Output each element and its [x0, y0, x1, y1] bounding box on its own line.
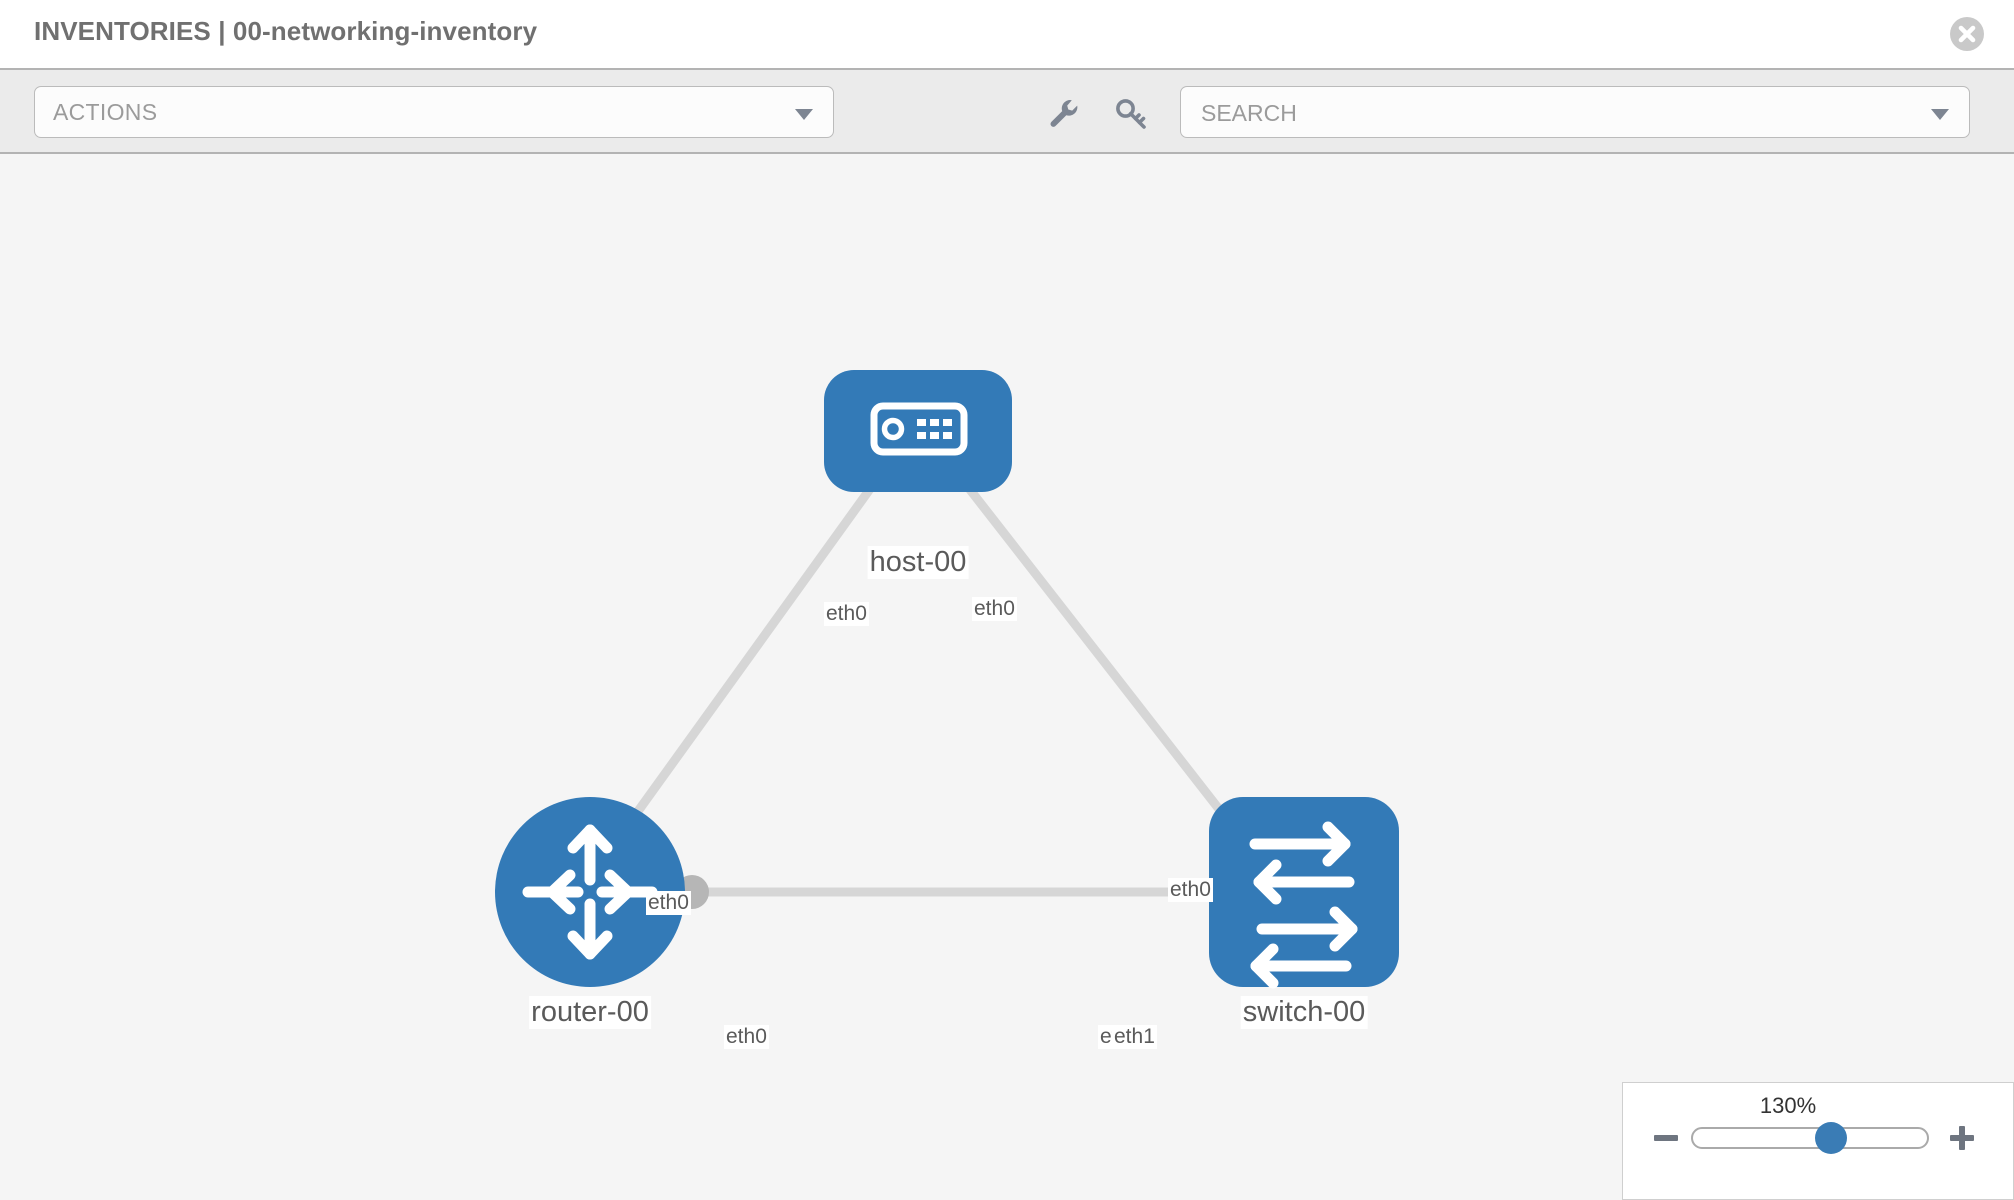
zoom-out-button[interactable]: [1651, 1123, 1681, 1153]
topology-canvas[interactable]: host-00 router-00 switch-00 eth0 eth0 et…: [0, 154, 2014, 1200]
router-00-shape[interactable]: [495, 797, 685, 987]
actions-dropdown-label: ACTIONS: [53, 99, 158, 125]
node-label-router-00: router-00: [529, 996, 651, 1029]
host-00-shape[interactable]: [824, 370, 1012, 492]
topology-graph: [495, 370, 1399, 989]
node-label-switch-00: switch-00: [1240, 996, 1368, 1029]
zoom-percent-label: 130%: [1759, 1093, 1817, 1118]
node-switch-00[interactable]: [1209, 797, 1399, 989]
search-field-wrapper[interactable]: [1180, 86, 1970, 139]
toolbar: ACTIONS: [0, 68, 2014, 154]
router-arrows-icon: [522, 824, 658, 960]
switch-00-shape[interactable]: [1209, 797, 1399, 987]
close-icon[interactable]: [1950, 17, 1984, 51]
wrench-icon[interactable]: [1046, 96, 1080, 130]
node-router-00[interactable]: [495, 797, 685, 987]
iface-label-router00-uplink: eth0: [646, 891, 691, 915]
search-chevron-down-icon[interactable]: [1931, 109, 1949, 120]
zoom-slider-thumb[interactable]: [1814, 1122, 1847, 1154]
zoom-in-button[interactable]: [1947, 1123, 1977, 1153]
node-host-00[interactable]: [824, 370, 1012, 492]
edge-host00-switch00[interactable]: [946, 461, 1258, 857]
iface-label-router00-eth0: eth0: [724, 1025, 769, 1049]
search-input[interactable]: [1199, 87, 1903, 139]
topology-edges: [596, 461, 1258, 897]
zoom-slider-track[interactable]: [1691, 1127, 1929, 1149]
iface-label-switch00-uplink: eth0: [1168, 878, 1213, 902]
key-icon[interactable]: [1114, 96, 1148, 130]
iface-label-host00-right: eth0: [972, 597, 1017, 621]
edge-host00-router00[interactable]: [596, 461, 892, 867]
iface-label-host00-left: eth0: [824, 602, 869, 626]
chevron-down-icon: [795, 109, 813, 120]
switch-arrows-icon: [1249, 821, 1358, 989]
zoom-control-panel: 130%: [1622, 1082, 2014, 1200]
server-icon: [870, 402, 968, 456]
page-header: INVENTORIES | 00-networking-inventory: [0, 0, 2014, 68]
actions-dropdown[interactable]: ACTIONS: [34, 86, 834, 138]
iface-label-switch00-eth1: eth1: [1112, 1025, 1157, 1049]
node-label-host-00: host-00: [867, 546, 969, 579]
page-title: INVENTORIES | 00-networking-inventory: [34, 16, 538, 46]
